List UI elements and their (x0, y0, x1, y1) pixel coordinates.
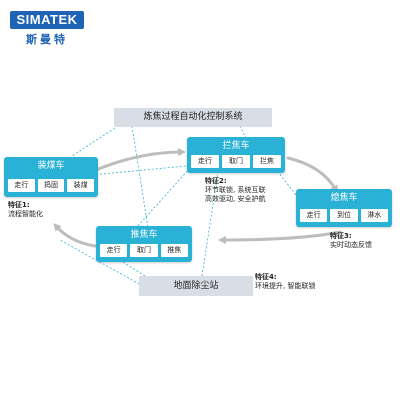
logo-brand: SIMATEK (10, 11, 84, 29)
card-title: 拦焦车 (222, 141, 250, 151)
feature-text: 实时动态反馈 (330, 241, 372, 249)
feature-3: 特征3: 实时动态反馈 (330, 232, 372, 250)
push-btn-travel[interactable]: 走行 (100, 244, 128, 257)
block-btn-guide[interactable]: 拦焦 (253, 155, 281, 168)
quench-btn-travel[interactable]: 走行 (300, 209, 328, 222)
quench-btn-position[interactable]: 到位 (330, 209, 358, 222)
card-quench-car: 熄焦车 走行 到位 淋水 (296, 189, 392, 227)
push-btn-door[interactable]: 取门 (130, 244, 158, 257)
logo: SIMATEK 斯曼特 (10, 11, 84, 49)
dash-title-to-coal (71, 125, 119, 157)
card-coke-guide-car: 拦焦车 走行 取门 拦焦 (187, 137, 285, 173)
feature-text: 高效驱动, 安全护航 (205, 195, 266, 203)
card-coal-charging-car: 装煤车 走行 捣固 装煤 (4, 157, 98, 197)
card-title: 熄焦车 (330, 193, 358, 203)
dash-block-to-push (135, 167, 191, 229)
block-btn-door[interactable]: 取门 (222, 155, 250, 168)
arrow-push-to-coal (53, 222, 97, 248)
feature-label: 特征4: (255, 273, 277, 281)
arrow-coal-to-block (94, 148, 186, 172)
logo-chinese-name: 斯曼特 (26, 33, 68, 46)
feature-label: 特征3: (330, 232, 352, 240)
feature-4: 特征4: 环境提升, 智能联锁 (255, 273, 315, 291)
feature-text: 流程智能化 (8, 210, 43, 218)
coal-btn-travel[interactable]: 走行 (8, 179, 35, 192)
feature-1: 特征1: 流程智能化 (8, 201, 43, 219)
feature-2: 特征2: 环节联锁, 系统互联 高效驱动, 安全护航 (205, 177, 265, 204)
dash-bottom-to-block (201, 171, 219, 277)
feature-label: 特征1: (8, 201, 30, 209)
feature-text: 环节联锁, 系统互联 (205, 186, 266, 194)
block-btn-travel[interactable]: 走行 (191, 155, 219, 168)
dashed-connectors (59, 125, 301, 287)
push-btn-push[interactable]: 推焦 (160, 244, 188, 257)
dash-title-to-push (131, 125, 149, 229)
quench-btn-spray[interactable]: 淋水 (360, 209, 388, 222)
card-pusher-car: 推焦车 走行 取门 推焦 (96, 226, 192, 262)
cycle-arrows (53, 148, 342, 248)
arrow-quench-to-push (218, 230, 342, 244)
arrow-block-to-quench (286, 156, 339, 194)
ground-dust-station: 地面除尘站 (139, 276, 253, 296)
feature-text: 环境提升, 智能联锁 (255, 282, 316, 290)
card-title: 推焦车 (130, 230, 158, 240)
coal-btn-charge[interactable]: 装煤 (67, 179, 95, 192)
system-title: 炼焦过程自动化控制系统 (114, 108, 272, 127)
dash-bottom-to-push (119, 259, 146, 277)
dash-block-to-quench (274, 167, 301, 201)
card-title: 装煤车 (37, 161, 65, 171)
feature-label: 特征2: (205, 177, 227, 185)
coal-btn-tamp[interactable]: 捣固 (37, 179, 65, 192)
